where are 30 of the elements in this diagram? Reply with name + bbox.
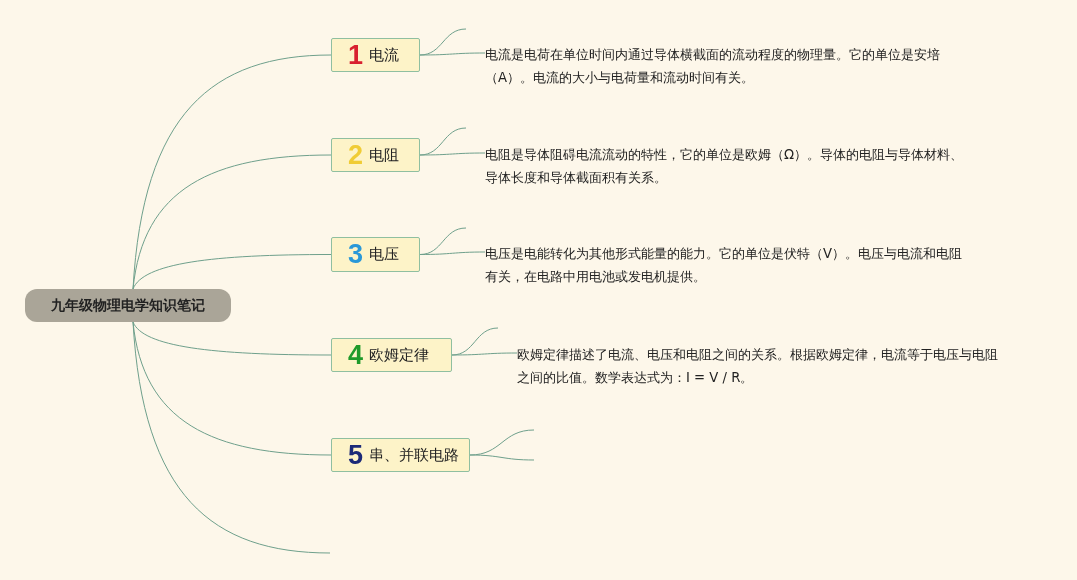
- branch-line: [451, 352, 518, 356]
- branch-line: [419, 52, 486, 56]
- topic-label: 电压: [369, 245, 400, 264]
- branch-line: [132, 321, 332, 356]
- description-text: 欧姆定律描述了电流、电压和电阻之间的关系。根据欧姆定律，电流等于电压与电阻之间的比值。数学表达式为：I = V / R。: [517, 343, 1009, 389]
- topic-number: 4: [348, 341, 364, 369]
- topic-box: [331, 237, 420, 272]
- branch-line: [132, 54, 332, 290]
- topic-label: 欧姆定律: [369, 345, 430, 365]
- branch-line: [419, 251, 486, 255]
- root-topic: 九年级物理电学知识笔记: [25, 289, 231, 322]
- topic-label: 电阻: [369, 145, 400, 165]
- topic-number: 1: [348, 41, 364, 69]
- topic-box: [331, 338, 452, 372]
- topic-box: [331, 438, 470, 472]
- topic-number: 3: [348, 241, 364, 268]
- topic-number: 2: [348, 141, 364, 169]
- branch-line: [132, 321, 331, 554]
- description-text: 电阻是导体阻碍电流流动的特性，它的单位是欧姆（Ω）。导体的电阻与导体材料、导体长度和导体截面积有关系。: [485, 143, 975, 189]
- description-text: 电流是电荷在单位时间内通过导体横截面的流动程度的物理量。它的单位是安培（A）。电流的大小与电荷量和流动时间有关。: [485, 43, 978, 89]
- branch-line: [132, 154, 332, 290]
- topic-label: 串、并联电路: [369, 445, 460, 465]
- branch-line: [419, 152, 486, 156]
- topic-label: 电流: [369, 45, 400, 65]
- topic-box: [331, 138, 420, 172]
- branch-line: [132, 254, 332, 290]
- description-text: 电压是电能转化为其他形式能量的能力。它的单位是伏特（V）。电压与电流和电阻有关，在电路中用电池或发电机提供。: [485, 242, 973, 288]
- branch-line: [469, 454, 535, 461]
- topic-box: [331, 38, 420, 72]
- topic-number: 5: [348, 441, 364, 469]
